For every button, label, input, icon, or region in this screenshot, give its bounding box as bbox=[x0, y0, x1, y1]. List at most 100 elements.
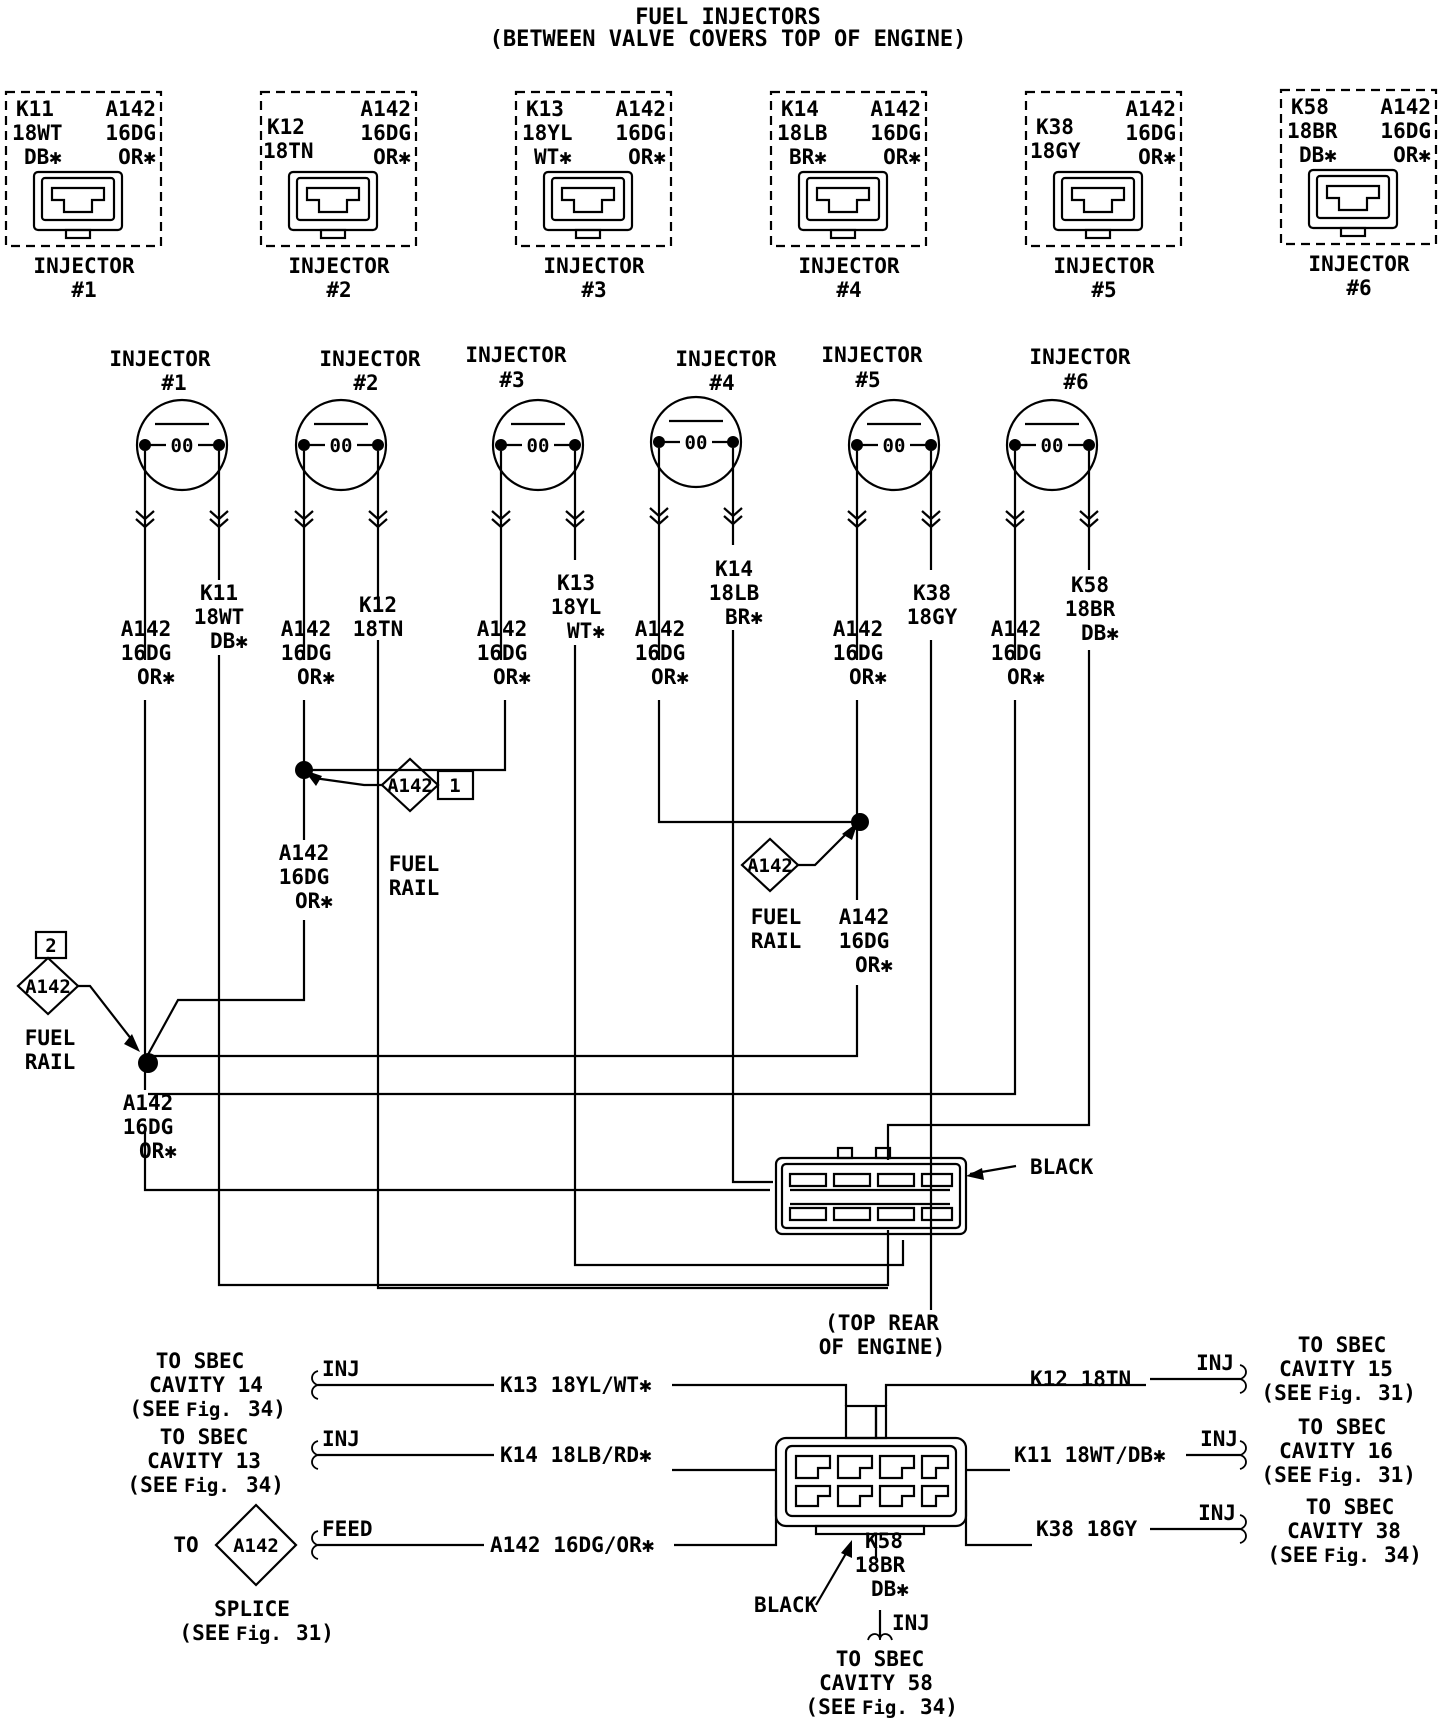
wire-label: 18BR bbox=[1065, 597, 1116, 621]
wire-label: A142 bbox=[279, 841, 330, 865]
function-label: INJ bbox=[322, 1427, 360, 1451]
splice-id: A142 bbox=[747, 855, 793, 877]
cv-num: #4 bbox=[836, 278, 861, 302]
cv-left-3: 18TN bbox=[263, 139, 314, 163]
injector-1: INJECTOR #1 00 bbox=[109, 347, 229, 492]
coil-mark: 00 bbox=[1041, 435, 1064, 457]
injector-num: #1 bbox=[161, 371, 186, 395]
harness-connector-upper: BLACK bbox=[774, 1146, 1094, 1236]
dest-label: TO SBEC bbox=[1306, 1495, 1395, 1519]
dest-label: CAVITY 38 bbox=[1287, 1519, 1401, 1543]
dest-label: 31) bbox=[1378, 1381, 1416, 1405]
dest-label: Fig. bbox=[1318, 1465, 1364, 1487]
dest-label: 34) bbox=[248, 1397, 286, 1421]
cv-right-3: OR✱ bbox=[1138, 145, 1176, 169]
splice-id: A142 bbox=[387, 775, 433, 797]
connector-view-2: K12 18TN A142 16DG OR✱ INJECTOR #2 bbox=[259, 90, 418, 302]
dest-label: 34) bbox=[920, 1695, 958, 1719]
connector-face-icon bbox=[1307, 168, 1399, 238]
harness-wires bbox=[135, 448, 1099, 1310]
function-label: INJ bbox=[1198, 1501, 1236, 1525]
wire-label: K12 18TN bbox=[1030, 1367, 1131, 1391]
cv-right-1: A142 bbox=[615, 97, 666, 121]
connector-color-label: BLACK bbox=[1030, 1155, 1094, 1179]
connector-face-icon bbox=[797, 170, 889, 240]
wire-label: K11 bbox=[200, 581, 238, 605]
arrow-icon bbox=[842, 822, 858, 840]
coil-mark: 00 bbox=[883, 435, 906, 457]
dest-label: TO SBEC bbox=[836, 1647, 925, 1671]
wire-label: K58 bbox=[865, 1529, 903, 1553]
connector-face-icon bbox=[1052, 170, 1144, 240]
cv-label: INJECTOR bbox=[543, 254, 645, 278]
harness-connector-lower: (TOP REAR OF ENGINE) BLACK bbox=[672, 1311, 1146, 1617]
cv-label: INJECTOR bbox=[798, 254, 900, 278]
splice-id: A142 bbox=[233, 1535, 279, 1557]
wire-label: DB✱ bbox=[210, 629, 248, 653]
injector-label: INJECTOR bbox=[465, 343, 567, 367]
dest-label: 31) bbox=[1378, 1463, 1416, 1487]
dest-label: Fig. bbox=[1324, 1545, 1370, 1567]
cv-label: INJECTOR bbox=[1308, 252, 1410, 276]
cv-left-3: WT✱ bbox=[534, 145, 572, 169]
coil-mark: 00 bbox=[171, 435, 194, 457]
dest-label: CAVITY 13 bbox=[147, 1449, 261, 1473]
dest-label: 34) bbox=[1384, 1543, 1422, 1567]
cv-right-1: A142 bbox=[1380, 95, 1431, 119]
splice-caption: FUEL bbox=[25, 1026, 76, 1050]
wire-label: K38 bbox=[913, 581, 951, 605]
cv-left-2: 18BR bbox=[1287, 119, 1338, 143]
function-label: INJ bbox=[1200, 1427, 1238, 1451]
dest-label: TO SBEC bbox=[156, 1349, 245, 1373]
connector-view-6: K58 18BR DB✱ A142 16DG OR✱ INJECTOR #6 bbox=[1279, 88, 1438, 300]
splice-caption: RAIL bbox=[751, 929, 802, 953]
dest-label: SPLICE bbox=[214, 1597, 290, 1621]
injector-label: INJECTOR bbox=[109, 347, 211, 371]
cv-left-1: K11 bbox=[16, 97, 54, 121]
dest-label: (SEE bbox=[805, 1695, 856, 1719]
cv-left-1: K58 bbox=[1291, 95, 1329, 119]
wire-label: 18LB bbox=[709, 581, 760, 605]
wire-label: 16DG bbox=[635, 641, 686, 665]
wire-label: K14 18LB/RD✱ bbox=[500, 1443, 652, 1467]
dest-label: 31) bbox=[296, 1621, 334, 1645]
function-label: INJ bbox=[322, 1357, 360, 1381]
connector-face-icon bbox=[32, 170, 124, 240]
arrow-icon bbox=[841, 1540, 852, 1558]
dest-label: (SEE bbox=[1261, 1381, 1312, 1405]
wire-label: A142 bbox=[477, 617, 528, 641]
cv-right-3: OR✱ bbox=[373, 145, 411, 169]
cv-right-2: 16DG bbox=[1125, 121, 1176, 145]
dest-label: Fig. bbox=[236, 1623, 282, 1645]
coil-mark: 00 bbox=[527, 435, 550, 457]
dest-label: Fig. bbox=[1318, 1383, 1364, 1405]
cv-num: #3 bbox=[581, 278, 606, 302]
wire-label: 18YL bbox=[551, 595, 602, 619]
cv-num: #1 bbox=[71, 278, 96, 302]
splice-tag: 1 bbox=[449, 775, 460, 797]
wire-label: 16DG bbox=[833, 641, 884, 665]
splice-caption: FUEL bbox=[389, 852, 440, 876]
wire-label: OR✱ bbox=[295, 889, 333, 913]
dest-label: CAVITY 15 bbox=[1279, 1357, 1393, 1381]
wire-label: A142 bbox=[121, 617, 172, 641]
lower-bottom-wire: K58 18BR DB✱ INJ TO SBEC CAVITY 58 (SEE … bbox=[805, 1529, 958, 1719]
wire-label: BR✱ bbox=[725, 605, 763, 629]
cv-num: #2 bbox=[326, 278, 351, 302]
cv-right-3: OR✱ bbox=[628, 145, 666, 169]
cv-num: #5 bbox=[1091, 278, 1116, 302]
cv-right-2: 16DG bbox=[615, 121, 666, 145]
wire-label: OR✱ bbox=[297, 665, 335, 689]
inline-connector-icon bbox=[135, 507, 1099, 529]
arrow-icon bbox=[124, 1034, 140, 1052]
dest-label: (SEE bbox=[1261, 1463, 1312, 1487]
cv-right-3: OR✱ bbox=[118, 145, 156, 169]
dest-label: Fig. bbox=[862, 1697, 908, 1719]
injector-6: INJECTOR #6 00 bbox=[1005, 345, 1131, 492]
injector-coil-icon: 00 bbox=[294, 398, 388, 492]
dest-label: TO SBEC bbox=[1298, 1415, 1387, 1439]
splice-1: A142 1 FUEL RAIL A142 16DG OR✱ bbox=[279, 757, 475, 913]
cv-left-3: DB✱ bbox=[1299, 143, 1337, 167]
injector-num: #6 bbox=[1063, 370, 1088, 394]
arrow-icon bbox=[304, 770, 322, 786]
